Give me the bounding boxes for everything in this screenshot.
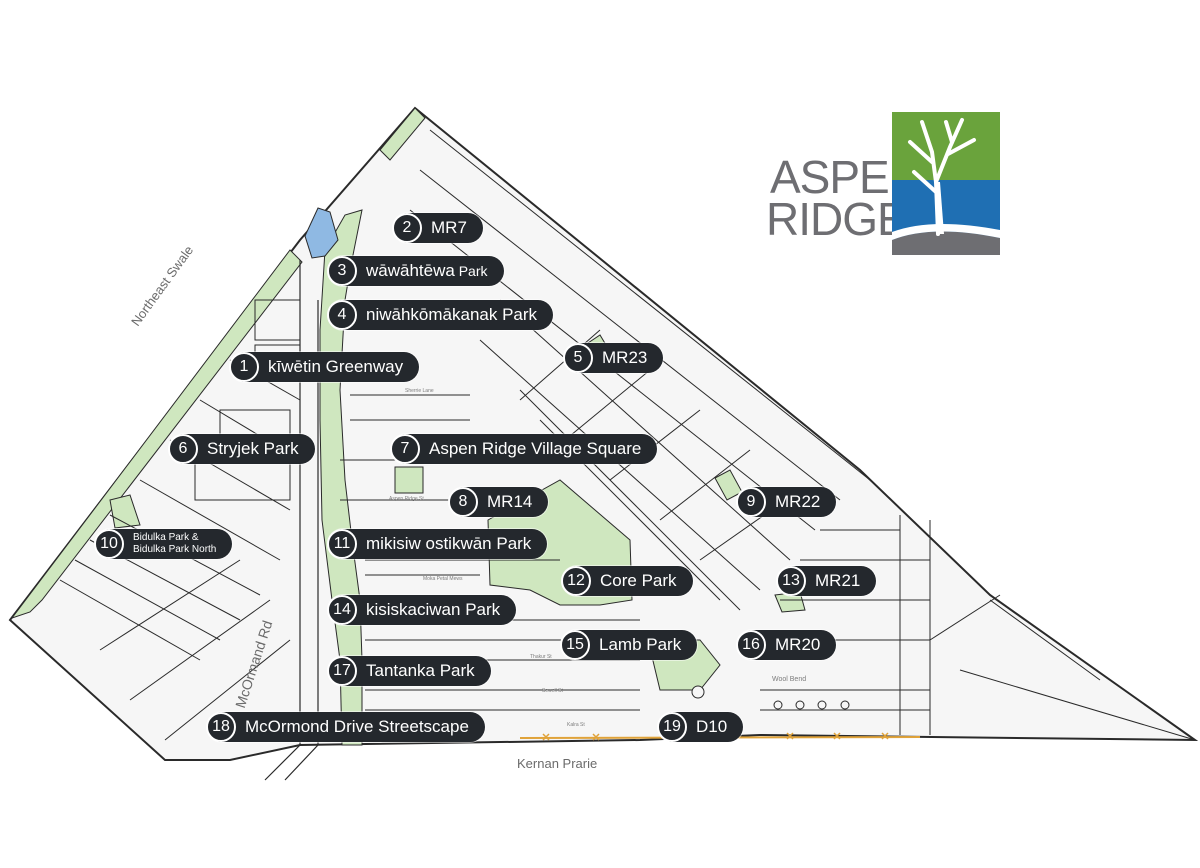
marker-label: wāwāhtēwa Park (357, 261, 504, 281)
marker-13-mr21[interactable]: 13 MR21 (776, 566, 877, 596)
marker-label: MR7 (431, 218, 467, 237)
marker-label: niwāhkōmākanak Park (366, 305, 538, 324)
marker-label-small: Park (454, 263, 488, 279)
marker-number: 8 (448, 487, 478, 517)
marker-number: 17 (327, 656, 357, 686)
marker-number: 12 (561, 566, 591, 596)
marker-14-kisiskaciwan-park[interactable]: 14 kisiskaciwan Park (327, 595, 517, 625)
marker-number: 16 (736, 630, 766, 660)
bidulka-green (109, 494, 141, 529)
marker-11-mikisiw-ostikwan-park[interactable]: 11 mikisiw ostikwān Park (327, 529, 548, 559)
marker-number: 5 (563, 343, 593, 373)
marker-label: Tantanka Park (366, 661, 475, 680)
village-square-green (394, 466, 424, 494)
marker-label: Lamb Park (599, 635, 682, 654)
marker-10-bidulka-park[interactable]: 10 Bidulka Park & Bidulka Park North (94, 529, 233, 559)
marker-number: 14 (327, 595, 357, 625)
marker-5-mr23[interactable]: 5 MR23 (563, 343, 664, 373)
north-green-strip (379, 107, 426, 161)
marker-17-tantanka-park[interactable]: 17 Tantanka Park (327, 656, 491, 686)
marker-number: 19 (657, 712, 687, 742)
marker-label: Bidulka Park & Bidulka Park North (124, 532, 232, 556)
aspen-ridge-logo: ASPEN RIDGE (766, 112, 1002, 257)
marker-label: MR20 (775, 635, 821, 654)
marker-15-lamb-park[interactable]: 15 Lamb Park (560, 630, 698, 660)
marker-label: McOrmond Drive Streetscape (245, 717, 469, 736)
marker-number: 2 (392, 213, 422, 243)
marker-label: MR21 (815, 571, 861, 590)
marker-4-niwahkomakanak-park[interactable]: 4 niwāhkōmākanak Park (327, 300, 554, 330)
cul-de-sacs (691, 685, 850, 710)
marker-12-core-park[interactable]: 12 Core Park (561, 566, 693, 596)
street-thakur: Thakur St (530, 654, 552, 660)
marker-number: 3 (327, 256, 357, 286)
marker-number: 11 (327, 529, 357, 559)
marker-label: MR22 (775, 492, 821, 511)
marker-label: D10 (696, 717, 728, 736)
marker-label: Aspen Ridge Village Square (429, 439, 642, 458)
street-wool-bend: Wool Bend (772, 676, 807, 683)
marker-number: 1 (229, 352, 259, 382)
northeast-swale-green (10, 249, 303, 619)
marker-label-line2: Bidulka Park North (133, 544, 217, 555)
marker-label: mikisiw ostikwān Park (366, 534, 532, 553)
marker-8-mr14[interactable]: 8 MR14 (448, 487, 549, 517)
marker-number: 6 (168, 434, 198, 464)
marker-7-village-square[interactable]: 7 Aspen Ridge Village Square (390, 434, 658, 464)
marker-number: 4 (327, 300, 357, 330)
street-sherrie-lane: Sherrie Lane (405, 388, 434, 394)
marker-number: 9 (736, 487, 766, 517)
street-aspen-ridge: Aspen Ridge St (389, 496, 424, 502)
marker-2-mr7[interactable]: 2 MR7 (392, 213, 483, 243)
street-mews: Moka Petal Mews (423, 576, 463, 582)
marker-number: 15 (560, 630, 590, 660)
marker-18-mcormond-streetscape[interactable]: 18 McOrmond Drive Streetscape (206, 712, 485, 742)
marker-label: Core Park (600, 571, 677, 590)
marker-number: 7 (390, 434, 420, 464)
marker-number: 13 (776, 566, 806, 596)
marker-16-mr20[interactable]: 16 MR20 (736, 630, 837, 660)
logo-word-ridge: RIDGE (766, 193, 908, 245)
trail-markers (542, 732, 889, 741)
label-kernan-prarie: Kernan Prarie (517, 756, 598, 771)
pond-water (304, 207, 339, 259)
marker-label-line1: Bidulka Park & (133, 532, 199, 543)
marker-3-wawahtewa-park[interactable]: 3 wāwāhtēwa Park (327, 256, 504, 286)
marker-label: Stryjek Park (207, 439, 299, 458)
marker-label: kīwētin Greenway (268, 357, 404, 376)
street-sewell: Sewell St (542, 688, 563, 694)
marker-9-mr22[interactable]: 9 MR22 (736, 487, 837, 517)
marker-19-d10[interactable]: 19 D10 (657, 712, 744, 742)
marker-label-main: wāwāhtēwa (366, 261, 455, 280)
marker-number: 10 (94, 529, 124, 559)
street-kalra: Kalra St (567, 722, 585, 728)
marker-number: 18 (206, 712, 236, 742)
marker-6-stryjek-park[interactable]: 6 Stryjek Park (168, 434, 315, 464)
marker-label: kisiskaciwan Park (366, 600, 501, 619)
marker-label: MR23 (602, 348, 648, 367)
marker-1-kiwetin-greenway[interactable]: 1 kīwētin Greenway (229, 352, 420, 382)
marker-label: MR14 (487, 492, 533, 511)
aspen-tree-icon (892, 112, 1000, 255)
